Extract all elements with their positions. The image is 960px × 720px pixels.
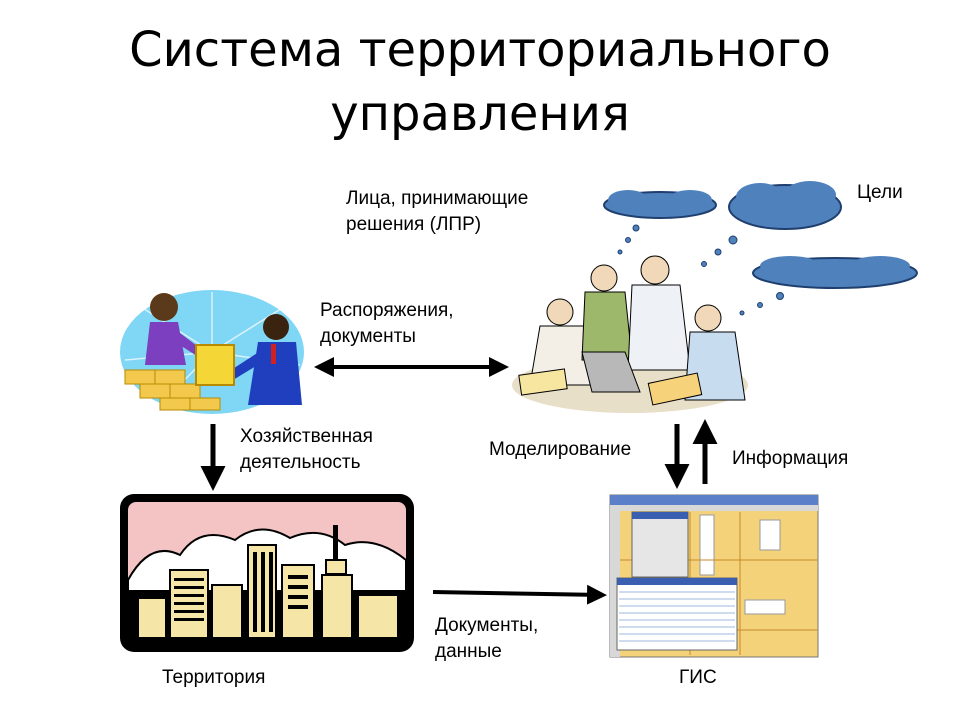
title-line-1: Система территориального (129, 22, 831, 78)
territory-city-illustration (120, 494, 414, 652)
documents-data-line-2: данные (435, 641, 502, 662)
documents-data-label: Документы, данные (435, 613, 538, 665)
economic-activity-label: Хозяйственная деятельность (240, 424, 373, 476)
cloud-bottom-icon (752, 256, 918, 289)
goals-clouds-icon (603, 181, 918, 316)
meeting-people-illustration (512, 255, 748, 413)
lpr-label: Лица, принимающие решения (ЛПР) (346, 186, 528, 238)
orders-label-line-1: Распоряжения, (320, 300, 454, 321)
cloud-top-icon (728, 181, 842, 230)
economic-activity-line-2: деятельность (240, 452, 361, 473)
documents-data-arrow (432, 584, 607, 605)
slide-title: Система территориального управления (0, 18, 960, 146)
lpr-label-line-2: решения (ЛПР) (346, 214, 482, 235)
gis-label: ГИС (679, 667, 717, 688)
orders-label-line-2: документы (320, 326, 416, 347)
modeling-label: Моделирование (489, 439, 632, 460)
goals-label: Цели (857, 182, 903, 203)
lpr-label-line-1: Лица, принимающие (346, 188, 529, 209)
title-line-2: управления (330, 86, 630, 142)
orders-label: Распоряжения, документы (320, 298, 454, 350)
territory-label: Территория (162, 667, 266, 688)
information-label: Информация (732, 448, 849, 469)
business-deal-illustration (120, 290, 304, 414)
thought-dots-icon (617, 224, 784, 316)
economic-activity-line-1: Хозяйственная (240, 426, 373, 447)
documents-data-line-1: Документы, (435, 615, 539, 636)
cloud-small-icon (603, 190, 717, 219)
gis-screenshot-illustration (609, 494, 819, 658)
